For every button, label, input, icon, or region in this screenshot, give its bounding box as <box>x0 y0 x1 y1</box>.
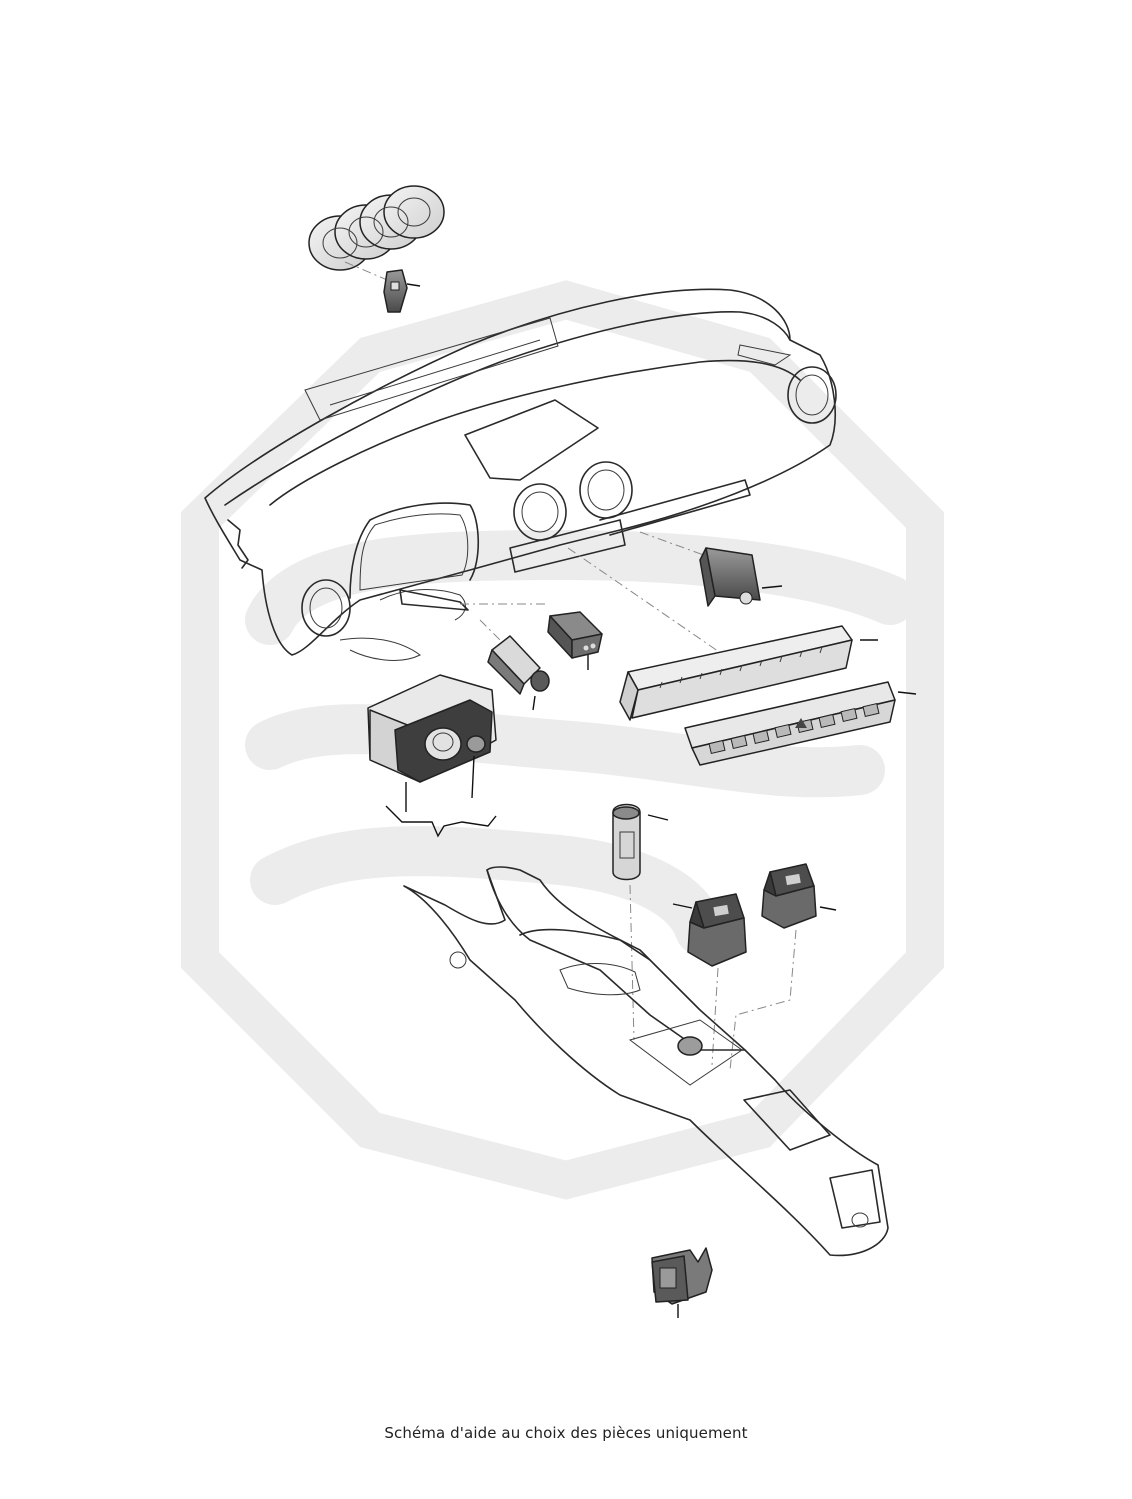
center-button-strip-icon <box>684 681 917 766</box>
dashboard-assembly-icon <box>204 288 837 661</box>
headlight-switch-unit-icon <box>367 674 497 838</box>
ignition-lock-icon <box>487 635 550 711</box>
parking-brake-switch-left-icon <box>672 893 747 967</box>
vent-panel-strip-icon <box>619 625 878 721</box>
parking-brake-switch-right-icon <box>761 863 837 929</box>
rings-logo-icon <box>308 185 445 271</box>
diagram-caption: Schéma d'aide au choix des pièces unique… <box>384 1424 748 1442</box>
dash-switch-module-icon <box>699 547 783 607</box>
watermark-logo-icon <box>181 280 944 1200</box>
center-console-icon <box>403 866 889 1257</box>
small-dash-switch-icon <box>547 611 603 670</box>
lower-console-switch-icon <box>651 1247 713 1318</box>
start-stop-button-icon <box>612 803 669 881</box>
emblem-switch-icon <box>383 269 421 313</box>
